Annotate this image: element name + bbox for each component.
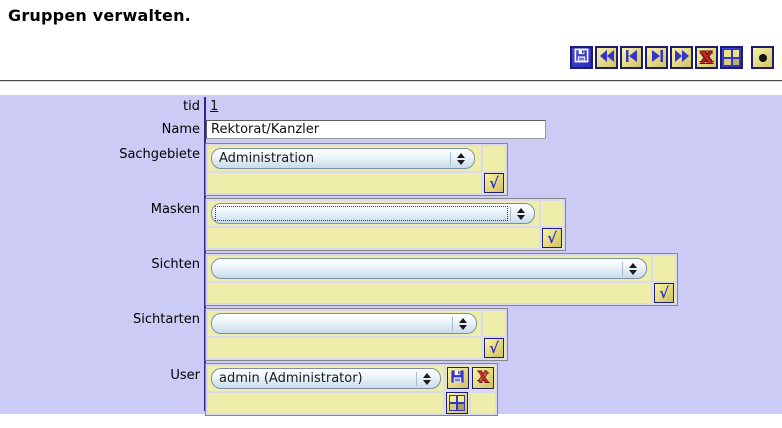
sichtarten-select-cell — [208, 311, 481, 336]
last-record-button[interactable] — [670, 46, 693, 69]
sichten-add-field[interactable] — [208, 283, 651, 303]
masken-select-cell — [208, 201, 539, 226]
masken-block: √ — [205, 198, 566, 251]
user-select-cell: admin (Administrator) — [208, 366, 444, 391]
user-delete-cell: X — [471, 366, 495, 390]
checkmark-icon: √ — [489, 338, 499, 357]
skip-forward-icon — [674, 48, 690, 68]
sachgebiete-spacer-cell — [483, 146, 505, 171]
select-spinner-icon — [510, 206, 531, 221]
window-grid-icon — [449, 395, 465, 411]
sachgebiete-add-field[interactable] — [208, 173, 481, 193]
user-spacer-cell — [471, 393, 495, 413]
sichten-confirm-cell: √ — [653, 283, 675, 303]
sachgebiete-select-cell: Administration — [208, 146, 481, 171]
masken-spacer-cell — [541, 201, 563, 226]
checkmark-icon: √ — [489, 173, 499, 192]
name-input[interactable] — [206, 120, 546, 139]
user-delete-button[interactable]: X — [472, 367, 495, 389]
red-x-icon: X — [477, 370, 489, 386]
masken-confirm-cell: √ — [541, 228, 563, 248]
sichten-select-cell — [208, 256, 651, 281]
sichten-select[interactable] — [211, 258, 647, 279]
sichtarten-add-field[interactable] — [208, 338, 481, 358]
masken-confirm-button[interactable]: √ — [542, 228, 562, 248]
tid-label: tid — [183, 99, 200, 114]
sichten-block: √ — [205, 253, 678, 306]
floppy-disk-icon — [450, 369, 465, 387]
sichtarten-label: Sichtarten — [133, 312, 200, 327]
user-add-field[interactable] — [208, 393, 443, 413]
floppy-disk-icon — [574, 48, 589, 67]
first-record-button[interactable] — [595, 46, 618, 69]
masken-label: Masken — [150, 202, 200, 217]
form-panel: tid 1 Name Sachgebiete Administration √ — [0, 95, 782, 416]
save-button[interactable] — [570, 46, 593, 69]
sichtarten-select[interactable] — [211, 313, 477, 334]
user-selected-value: admin (Administrator) — [219, 371, 363, 386]
record-toolbar: X — [570, 46, 774, 69]
sachgebiete-confirm-button[interactable]: √ — [484, 173, 504, 193]
checkmark-icon: √ — [547, 228, 557, 247]
current-record-button[interactable] — [751, 46, 774, 69]
arrow-left-icon — [624, 48, 640, 68]
sichtarten-spacer-cell — [483, 311, 505, 336]
checkmark-icon: √ — [659, 283, 669, 302]
sachgebiete-confirm-cell: √ — [483, 173, 505, 193]
masken-add-field[interactable] — [208, 228, 539, 248]
user-save-cell — [446, 366, 470, 390]
user-select[interactable]: admin (Administrator) — [211, 368, 441, 389]
user-save-button[interactable] — [446, 367, 469, 389]
user-label: User — [170, 368, 200, 383]
page-title: Gruppen verwalten. — [8, 6, 191, 25]
split-view-button[interactable] — [720, 46, 743, 69]
delete-record-button[interactable]: X — [695, 46, 718, 69]
select-spinner-icon — [450, 151, 471, 166]
sichten-confirm-button[interactable]: √ — [654, 283, 674, 303]
sachgebiete-label: Sachgebiete — [119, 147, 200, 162]
sachgebiete-selected-value: Administration — [219, 151, 315, 166]
select-spinner-icon — [622, 261, 643, 276]
skip-back-icon — [599, 48, 615, 68]
sichtarten-confirm-button[interactable]: √ — [484, 338, 504, 358]
red-x-icon: X — [700, 47, 713, 67]
header-divider — [0, 80, 782, 82]
user-split-button[interactable] — [446, 392, 468, 414]
window-grid-icon — [723, 49, 740, 66]
sichtarten-block: √ — [205, 308, 508, 361]
sachgebiete-block: Administration √ — [205, 143, 508, 196]
arrow-right-icon — [649, 48, 665, 68]
user-split-cell — [445, 392, 469, 414]
previous-record-button[interactable] — [620, 46, 643, 69]
tid-value-link[interactable]: 1 — [210, 99, 219, 114]
name-label: Name — [161, 122, 200, 137]
sichten-label: Sichten — [151, 257, 200, 272]
sichten-spacer-cell — [653, 256, 675, 281]
masken-select[interactable] — [211, 203, 535, 224]
next-record-button[interactable] — [645, 46, 668, 69]
sichtarten-confirm-cell: √ — [483, 338, 505, 358]
record-dot-icon — [758, 53, 767, 62]
sachgebiete-select[interactable]: Administration — [211, 148, 475, 169]
select-spinner-icon — [416, 371, 437, 386]
user-block: admin (Administrator) — [205, 363, 498, 416]
select-spinner-icon — [452, 316, 473, 331]
